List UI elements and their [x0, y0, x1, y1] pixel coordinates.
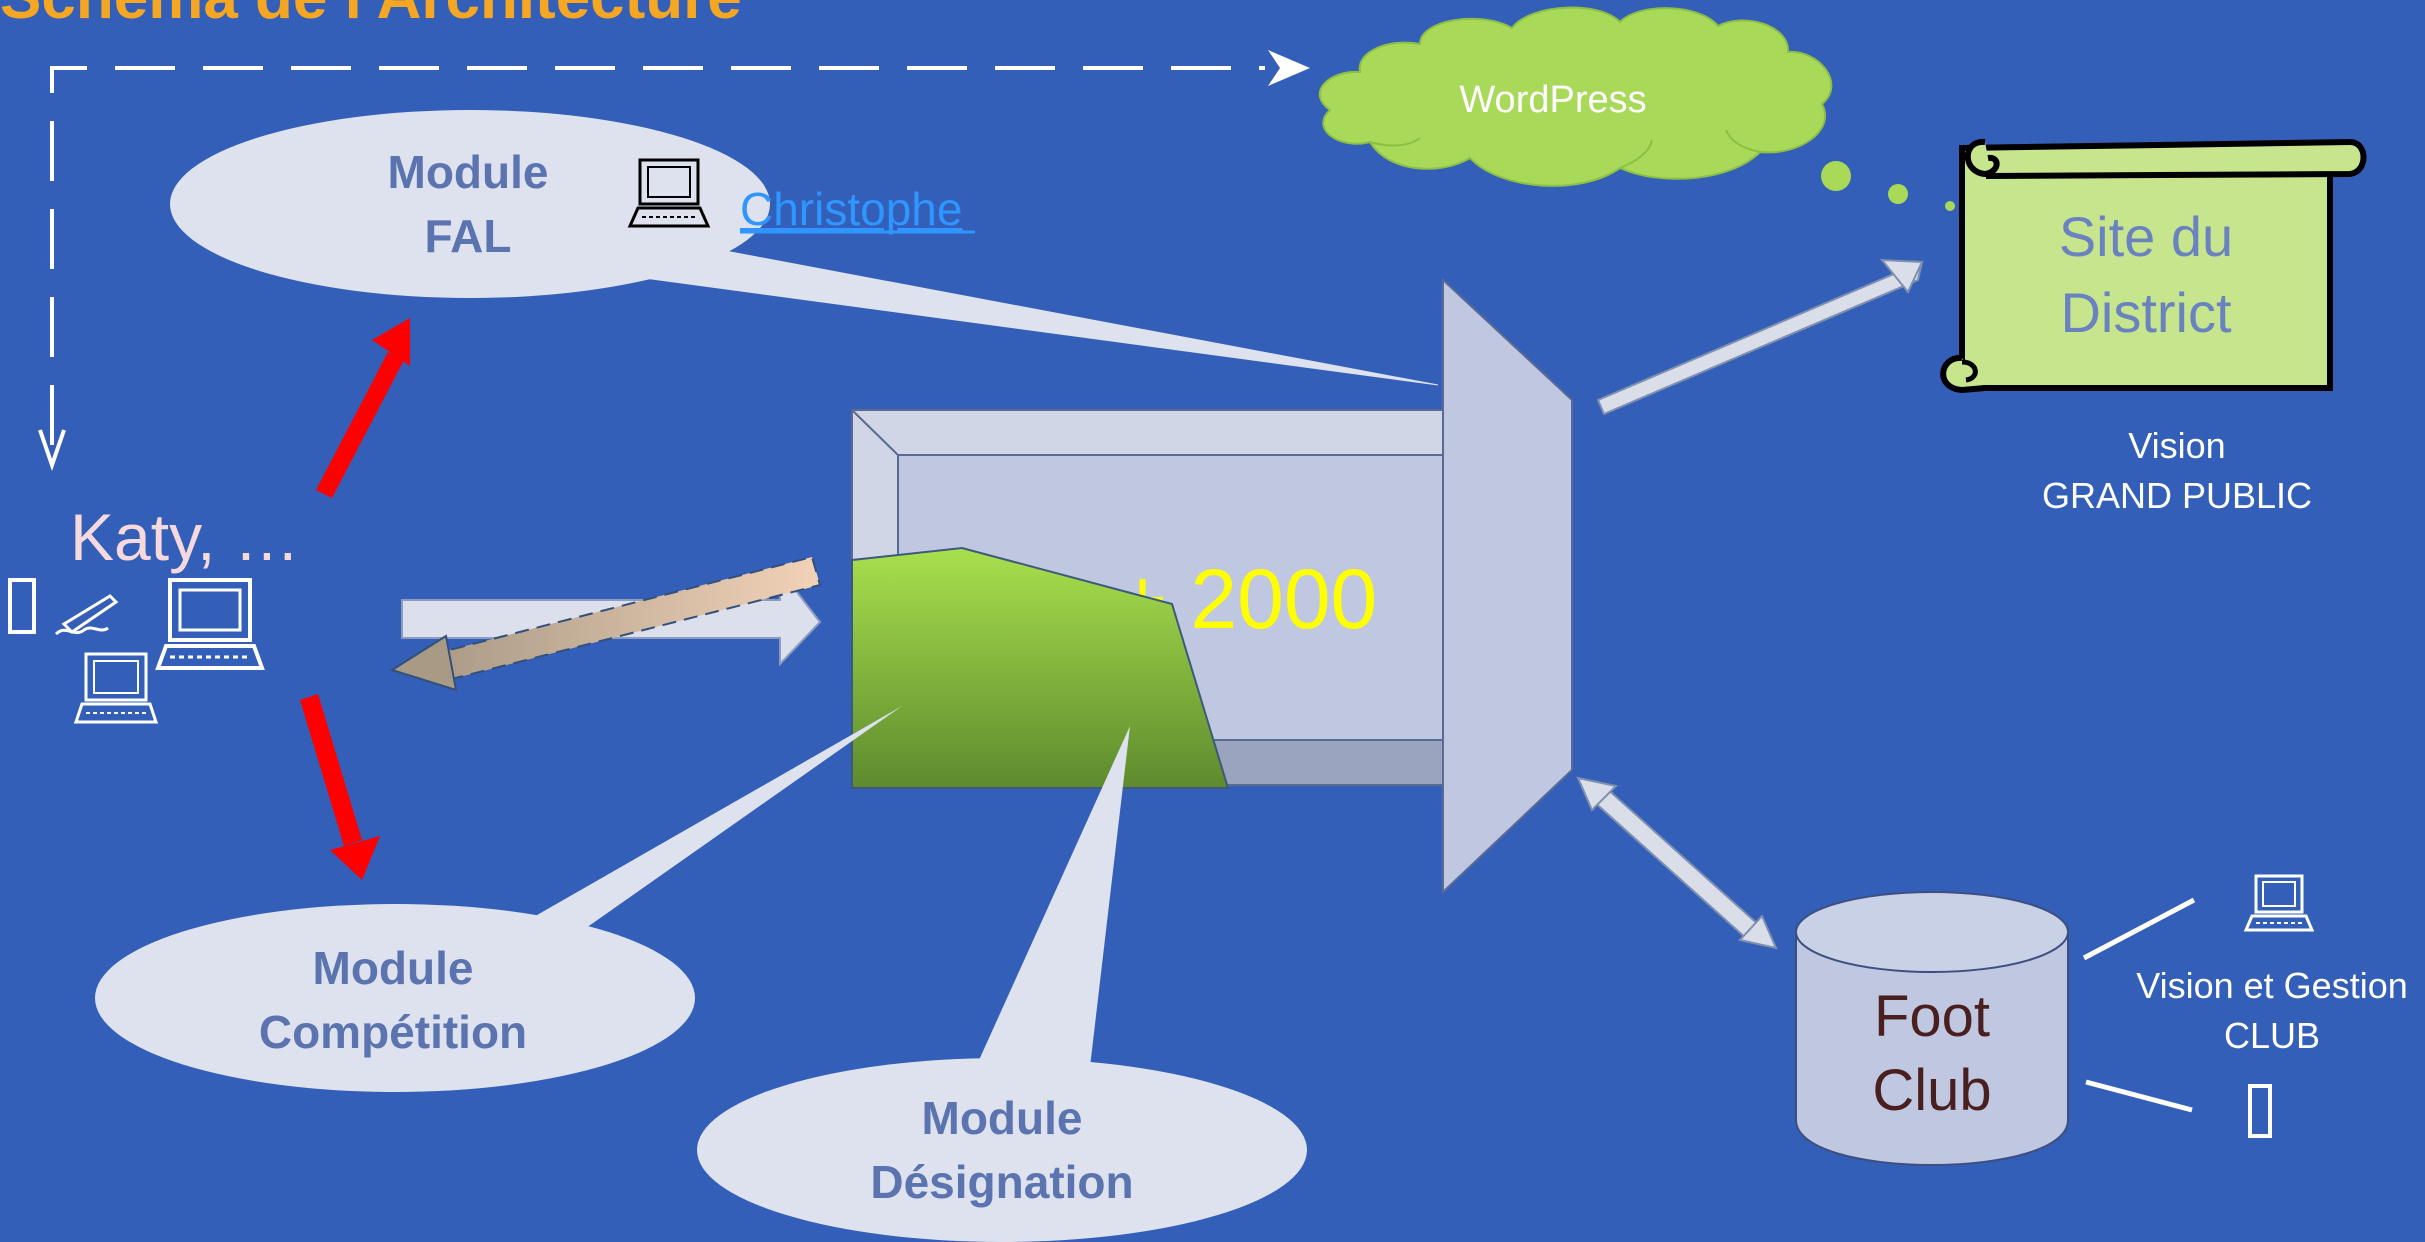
tablet-icon: [2248, 1084, 2272, 1138]
fal-bubble: [170, 110, 1439, 386]
vision-public-line2: GRAND PUBLIC: [2042, 475, 2312, 516]
club-connector-bottom: [2085, 1079, 2193, 1113]
green-module-block: [851, 546, 1230, 789]
designation-line2: Désignation: [870, 1156, 1133, 1208]
diagram-title: Schéma de l'Architecture: [0, 0, 742, 32]
club-vision-line1: Vision et Gestion: [2136, 965, 2408, 1006]
site-district-line1: Site du: [2059, 205, 2233, 268]
laptop-icon: [73, 652, 159, 724]
competition-bubble: [95, 706, 902, 1092]
arrow-to-database: [1576, 776, 1778, 950]
site-district-line2: District: [2060, 281, 2232, 344]
db-line2: Club: [1872, 1058, 1991, 1123]
db-line1: Foot: [1874, 984, 1990, 1049]
competition-line1: Module: [313, 942, 474, 994]
red-arrow-to-fal: [316, 318, 410, 498]
katy-label: Katy, …: [70, 500, 300, 574]
wordpress-cloud: [1318, 6, 1955, 211]
arrow-out-of-box: [389, 555, 822, 692]
designation-line1: Module: [922, 1092, 1083, 1144]
competition-line2: Compétition: [259, 1006, 527, 1058]
fal-line1: Module: [388, 146, 549, 198]
gateway-panel: [1442, 277, 1573, 895]
dashed-connector: [38, 50, 1310, 472]
foot-club-database: [1795, 891, 2069, 1166]
christophe-link[interactable]: Christophe: [740, 183, 962, 235]
laptop-icon: [2243, 874, 2315, 932]
tablet-icon: [8, 578, 36, 634]
fal-line2: FAL: [425, 210, 512, 262]
arrow-to-site: [1596, 258, 1924, 416]
signature-icon: [54, 594, 119, 636]
laptop-icon: [155, 578, 265, 670]
laptop-icon: [627, 158, 711, 228]
site-district-scroll[interactable]: [1940, 138, 2367, 394]
vision-public-line1: Vision: [2128, 425, 2225, 466]
red-arrow-to-competition: [300, 694, 380, 880]
club-vision-line2: CLUB: [2224, 1015, 2320, 1056]
club-connector-top: [2082, 897, 2196, 961]
wordpress-label: WordPress: [1459, 79, 1646, 121]
designation-bubble: [697, 726, 1307, 1242]
